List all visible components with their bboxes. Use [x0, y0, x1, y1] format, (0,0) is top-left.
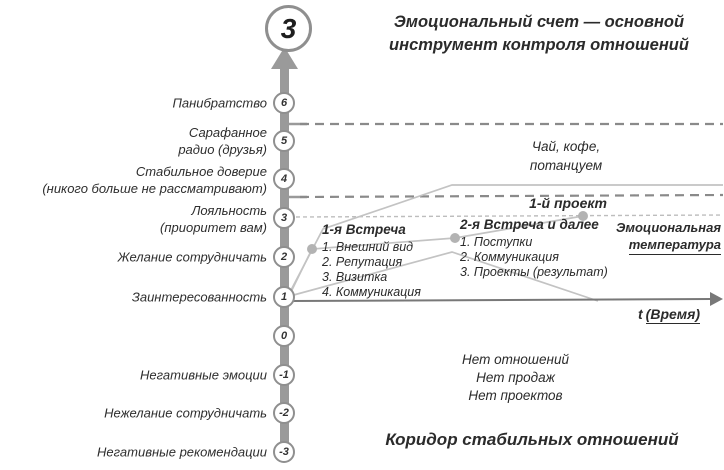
level-label-5: Сарафанное радио (друзья) — [178, 125, 267, 157]
meeting2-item: 2. Коммуникация — [460, 249, 559, 264]
first-project-label: 1-й проект — [529, 195, 607, 211]
meeting1-item: 3. Визитка — [322, 269, 388, 284]
meeting1-dot — [307, 244, 317, 254]
first-project-dot — [578, 211, 588, 221]
meeting1-block: 1-я Встреча 1. Внешний вид 2. Репутация … — [322, 223, 452, 301]
level-label--1: Негативные эмоции — [140, 367, 267, 383]
time-axis-t: t — [638, 306, 643, 322]
level-label-2: Желание сотрудничать — [117, 249, 267, 265]
no-relations-note: Нет отношений Нет продаж Нет проектов — [462, 352, 569, 403]
meeting1-item: 1. Внешний вид — [322, 239, 414, 254]
axis-level-circle-6: 6 — [273, 92, 295, 114]
tea-coffee-note: Чай, кофе, потанцуем — [529, 139, 603, 173]
meetings-progress-line — [289, 215, 584, 295]
axis-up-arrowhead-icon — [271, 47, 298, 69]
axis-level-circle-4: 4 — [273, 168, 295, 190]
meeting2-item: 1. Поступки — [460, 234, 533, 249]
time-axis-word: (Время) — [645, 306, 701, 324]
chapter-number-badge: 3 — [265, 5, 312, 52]
corridor-caption: Коридор стабильных отношений — [385, 430, 679, 449]
level-label--2: Нежелание сотрудничать — [104, 405, 267, 421]
time-axis-arrowhead-icon — [710, 292, 723, 306]
axis-level-circle--1: -1 — [273, 364, 295, 386]
axis-level-circle--3: -3 — [273, 441, 295, 463]
axis-level-circle-0: 0 — [273, 325, 295, 347]
fine-dashed-level3-line — [295, 214, 724, 218]
meeting2-block: 2-я Встреча и далее 1. Поступки 2. Комму… — [460, 218, 630, 281]
time-axis-label: t(Время) — [638, 306, 701, 324]
meeting1-title: 1-я Встреча — [322, 222, 406, 237]
meeting2-title: 2-я Встреча и далее — [460, 217, 599, 232]
diagram-title: Эмоциональный счет — основной инструмент… — [389, 13, 689, 54]
meeting2-item: 3. Проекты (результат) — [460, 264, 608, 279]
dashed-line-lower-boundary — [299, 193, 724, 199]
emotional-temperature-label: Эмоциональная температура — [591, 219, 721, 255]
axis-level-circle-2: 2 — [273, 246, 295, 268]
level-label-3: Лояльность (приоритет вам) — [160, 203, 267, 235]
axis-level-circle-1: 1 — [273, 286, 295, 308]
time-axis-line — [289, 298, 712, 302]
level-label-4: Стабильное доверие (никого больше не рас… — [42, 164, 267, 196]
emotional-temperature-line1: Эмоциональная — [616, 220, 721, 235]
meeting2-dot — [450, 233, 460, 243]
meeting1-item: 2. Репутация — [322, 254, 403, 269]
level-label-1: Заинтересованность — [131, 289, 267, 305]
axis-level-circle-5: 5 — [273, 130, 295, 152]
axis-level-circle--2: -2 — [273, 402, 295, 424]
relation-decline-line — [289, 251, 599, 302]
meeting1-item: 4. Коммуникация — [322, 284, 421, 299]
level-label-6: Панибратство — [172, 95, 267, 111]
axis-level-circle-3: 3 — [273, 207, 295, 229]
emotional-temperature-line2: температура — [628, 236, 721, 255]
level-label--3: Негативные рекомендации — [97, 444, 267, 460]
